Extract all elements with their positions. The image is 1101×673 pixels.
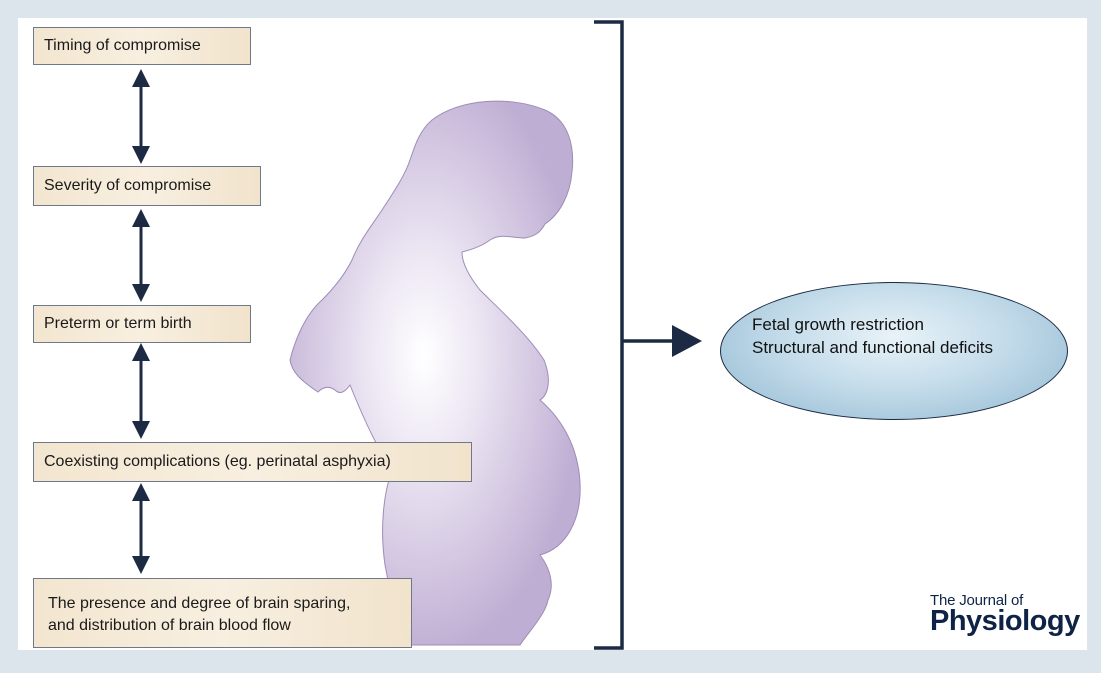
factor-label-brain-sparing-line2: and distribution of brain blood flow: [48, 615, 401, 637]
factor-label-brain-sparing-line1: The presence and degree of brain sparing…: [48, 593, 401, 615]
outcome-line-1: Fetal growth restriction: [752, 314, 993, 337]
pregnant-woman-silhouette: [290, 101, 580, 645]
journal-name: Physiology: [930, 605, 1080, 638]
outcome-text: Fetal growth restriction Structural and …: [752, 314, 993, 360]
factor-label-severity: Severity of compromise: [44, 175, 211, 197]
factor-label-timing: Timing of compromise: [44, 35, 201, 57]
factor-box-timing: Timing of compromise: [33, 27, 251, 65]
factor-box-severity: Severity of compromise: [33, 166, 261, 206]
factor-label-complications: Coexisting complications (eg. perinatal …: [44, 451, 391, 473]
outcome-arrow-head: [672, 325, 702, 357]
factor-box-complications: Coexisting complications (eg. perinatal …: [33, 442, 472, 482]
journal-logo: The Journal of Physiology: [930, 592, 1080, 638]
factor-box-birth: Preterm or term birth: [33, 305, 251, 343]
factor-label-birth: Preterm or term birth: [44, 313, 192, 335]
bracket: [594, 22, 622, 648]
factor-box-brain-sparing: The presence and degree of brain sparing…: [33, 578, 412, 648]
outcome-line-2: Structural and functional deficits: [752, 337, 993, 360]
